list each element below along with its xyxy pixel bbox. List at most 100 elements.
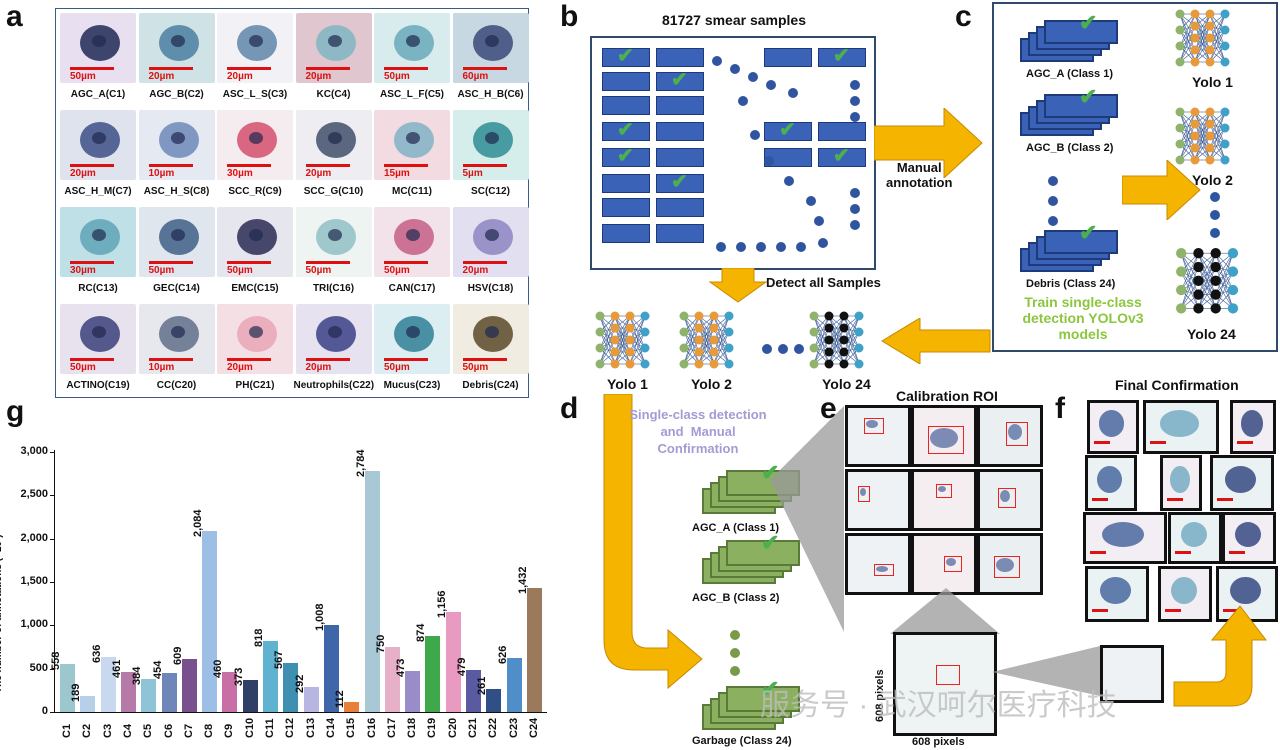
roi-box [858, 486, 870, 502]
scale-bar [462, 164, 507, 167]
confirmed-cell-tile [1160, 455, 1202, 511]
y-tick-label: 3,000 [20, 445, 48, 457]
scale-label: 50µm [384, 71, 410, 82]
bar-C3 [100, 656, 116, 712]
nucleus [170, 132, 185, 144]
cell-blob [996, 558, 1014, 572]
gallery-caption: ASC_H_M(C7) [64, 186, 132, 197]
smear-tile [602, 96, 650, 115]
bar-value-label: 1,432 [516, 566, 529, 594]
bar-value-label: 189 [70, 683, 83, 702]
gallery-tile: 20µm [217, 304, 293, 374]
nucleus [92, 132, 106, 144]
check-icon: ✔ [761, 530, 780, 555]
scale-label: 30µm [70, 265, 96, 276]
dot [730, 666, 740, 676]
confirmed-cell-tile [1087, 400, 1139, 454]
cell-blob [930, 428, 958, 448]
stack-sheet [1044, 230, 1118, 254]
training-box [992, 2, 1278, 352]
nucleus [249, 132, 263, 144]
gallery-caption: ASC_H_S(C8) [143, 186, 210, 197]
scale-bar [70, 261, 114, 264]
x-tick-label: C14 [324, 717, 337, 738]
confirmed-cell-tile [1230, 400, 1276, 454]
smear-tile [602, 174, 650, 193]
x-tick-label: C10 [243, 717, 256, 738]
x-tick-label: C7 [182, 723, 195, 738]
roi-box [874, 564, 894, 576]
dot [818, 238, 828, 248]
scale-bar [1237, 441, 1253, 444]
scale-bar [1175, 551, 1191, 554]
scale-label: 50µm [70, 71, 96, 82]
debris-class24-label: Debris (Class 24) [1026, 278, 1116, 290]
final-confirmation-title: Final Confirmation [1115, 377, 1239, 393]
dot [764, 156, 774, 166]
cell-blob [1008, 424, 1022, 440]
smear-tile: ✔ [764, 119, 812, 141]
zoomed-cell [1100, 645, 1164, 703]
gallery-tile: 20µm [295, 13, 372, 83]
nucleus [484, 35, 499, 47]
scale-label: 50µm [148, 265, 175, 276]
x-tick-label: C15 [345, 717, 358, 738]
gallery-tile: 50µm [217, 207, 293, 277]
gallery-tile: 50µm [374, 207, 450, 277]
panel-label-e: e [820, 392, 837, 425]
y-tick-label: 2,000 [20, 531, 48, 544]
scale-bar [305, 164, 350, 167]
row-yolo1-label: Yolo 1 [607, 376, 648, 392]
bar-value-label: 261 [476, 677, 489, 696]
gallery-tile: 20µm [295, 304, 372, 374]
gallery-caption: SCC_R(C9) [228, 186, 282, 197]
gallery-caption: ACTINO(C19) [66, 380, 130, 391]
dot [730, 630, 740, 640]
check-icon: ✔ [617, 119, 634, 141]
scale-bar [148, 164, 193, 167]
gallery-caption: EMC(C15) [231, 283, 279, 294]
gallery-tile: 15µm [374, 110, 450, 180]
nucleus [92, 229, 106, 241]
bar-value-label: 1,008 [313, 603, 326, 631]
bar-C14 [323, 624, 339, 712]
x-tick-label: C3 [101, 723, 114, 738]
dot [1210, 228, 1220, 238]
bar-value-label: 292 [293, 674, 306, 693]
y-tick [50, 582, 54, 583]
x-axis [54, 712, 548, 713]
roi-tile [845, 469, 911, 531]
scale-bar [384, 358, 428, 361]
gallery-caption: Debris(C24) [462, 380, 519, 391]
nucleus [327, 35, 342, 47]
roi-box [928, 426, 964, 454]
zoom-cone-2 [890, 588, 1000, 634]
arrow-down-icon [708, 268, 768, 303]
scale-bar [462, 67, 507, 70]
gallery-tile: 20µm [138, 13, 215, 83]
x-tick-label: C9 [223, 723, 236, 738]
smear-tile [602, 224, 650, 243]
dot [778, 344, 788, 354]
smear-tile [656, 96, 704, 115]
gallery-caption: AGC_A(C1) [70, 89, 126, 100]
nucleus [249, 35, 263, 47]
scale-bar [462, 358, 507, 361]
scale-label: 20µm [148, 71, 175, 82]
check-icon: ✔ [1079, 10, 1098, 35]
scale-label: 30µm [227, 168, 253, 179]
dot [776, 242, 786, 252]
gallery-tile: 50µm [60, 13, 136, 83]
scale-label: 20µm [227, 71, 253, 82]
cell-blob [1099, 410, 1125, 437]
arrow-down-right-icon [603, 394, 703, 690]
x-tick-label: C6 [162, 723, 175, 738]
train-models-label: Train single-class detection YOLOv3 mode… [1022, 294, 1144, 342]
cell-blob [1180, 521, 1207, 548]
roi-tile [911, 469, 977, 531]
row-yolo2-label: Yolo 2 [691, 376, 732, 392]
scale-label: 50µm [305, 265, 332, 276]
gallery-caption: AGC_B(C2) [149, 89, 204, 100]
dot [1048, 176, 1058, 186]
